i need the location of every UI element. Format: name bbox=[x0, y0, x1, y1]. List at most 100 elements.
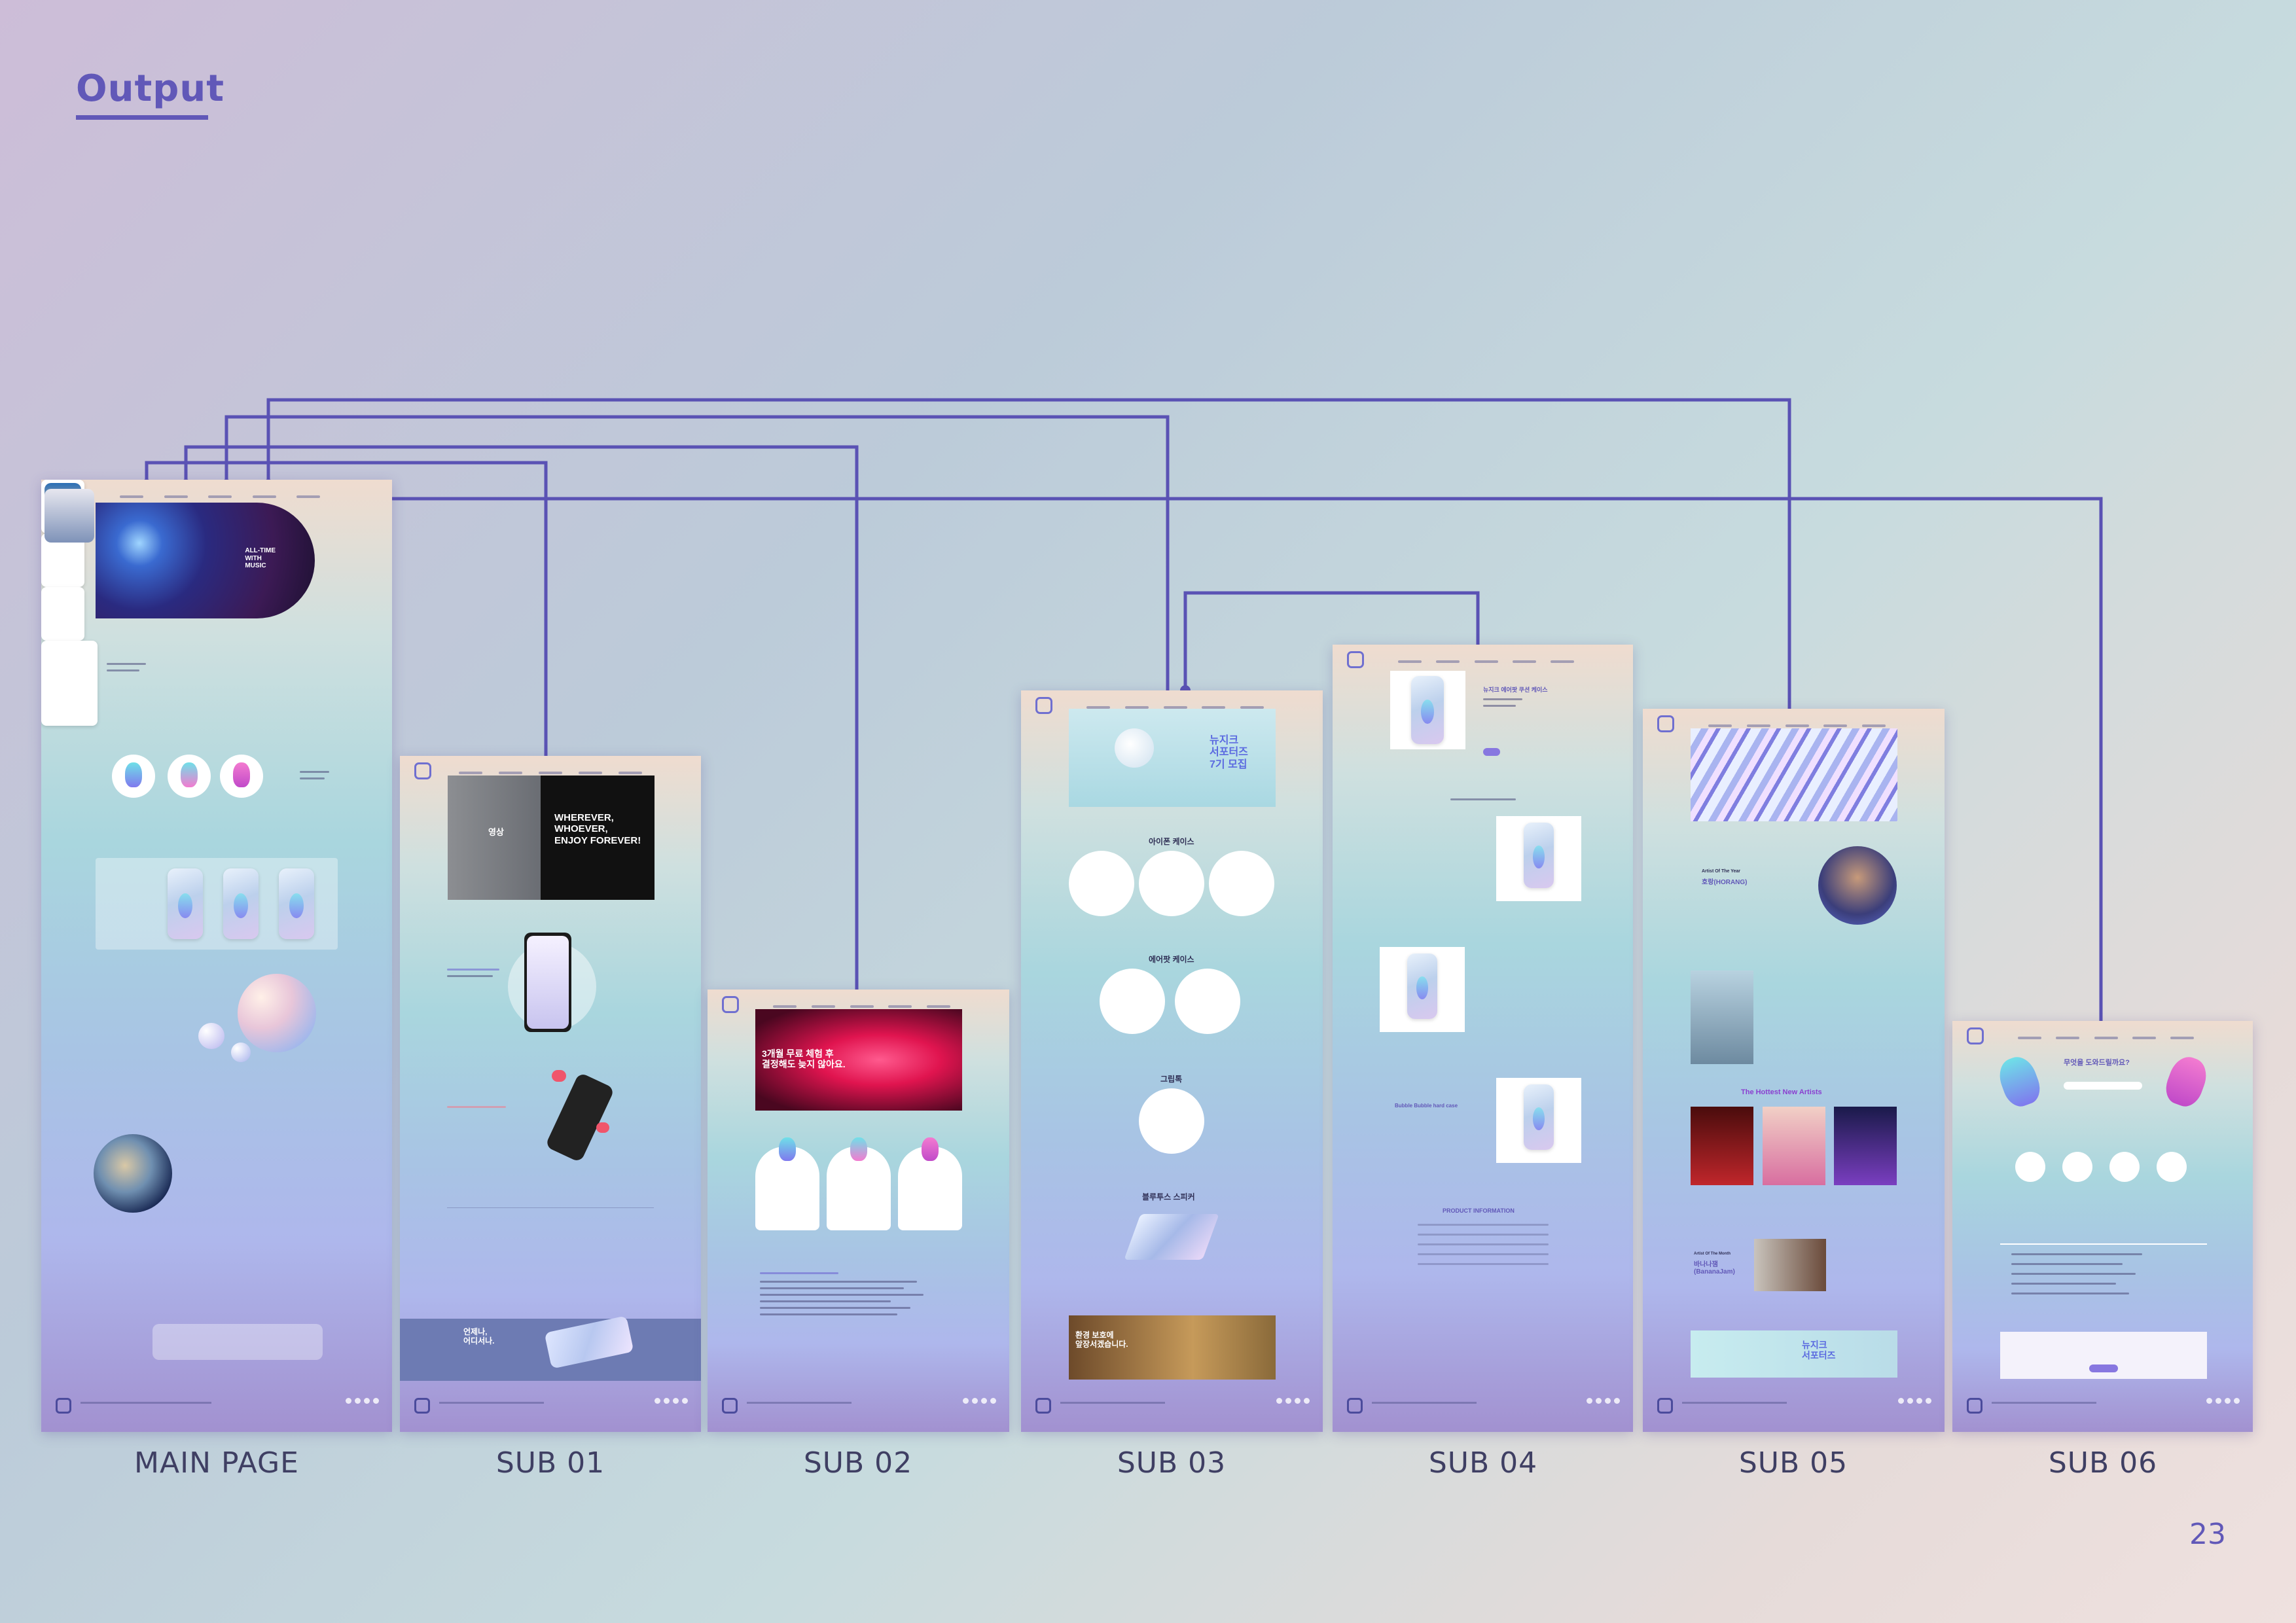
membership-circle[interactable] bbox=[220, 755, 263, 798]
caption-sub06: SUB 06 bbox=[2048, 1446, 2158, 1480]
plan-card[interactable] bbox=[898, 1137, 962, 1230]
product-photo bbox=[1496, 816, 1581, 901]
case-item[interactable] bbox=[223, 868, 259, 939]
artist-avatar[interactable] bbox=[1818, 846, 1897, 925]
decor-sphere bbox=[231, 1043, 251, 1062]
support-icon[interactable] bbox=[2062, 1152, 2092, 1182]
caption-sub01: SUB 01 bbox=[495, 1446, 605, 1480]
iphone-case-item[interactable] bbox=[1209, 851, 1274, 916]
iphone-case-item[interactable] bbox=[1139, 851, 1204, 916]
plan-card[interactable] bbox=[827, 1137, 891, 1230]
earth-image bbox=[94, 1134, 172, 1213]
support-icon[interactable] bbox=[2109, 1152, 2140, 1182]
contact-box bbox=[2000, 1332, 2207, 1379]
main-hero-line: MUSIC bbox=[245, 562, 266, 569]
membership-circle[interactable] bbox=[168, 755, 211, 798]
case-item[interactable] bbox=[279, 868, 314, 939]
sub03-banner: 환경 보호에 앞장서겠습니다. bbox=[1069, 1315, 1276, 1380]
product-info-title: PRODUCT INFORMATION bbox=[1443, 1207, 1515, 1214]
slide-title-text: Output bbox=[76, 67, 224, 110]
decor-sphere bbox=[198, 1023, 224, 1049]
profile-card[interactable] bbox=[41, 489, 98, 726]
sub01-hero-line: WHOEVER, bbox=[554, 823, 608, 835]
buy-button[interactable] bbox=[1483, 748, 1500, 756]
sub03-hero-line: 7기 모집 bbox=[1210, 758, 1247, 770]
artist-of-year-name: 호랑(HORANG) bbox=[1702, 879, 1748, 886]
main-page-thumbnail[interactable]: ALL-TIME WITH MUSIC bbox=[41, 480, 392, 1432]
connector-sub01 bbox=[145, 461, 548, 756]
case-item[interactable] bbox=[168, 868, 203, 939]
sub06-thumbnail[interactable]: 무엇을 도와드릴까요? bbox=[1952, 1021, 2253, 1432]
sub06-footer bbox=[1952, 1386, 2253, 1432]
artist-photo[interactable] bbox=[1691, 971, 1753, 1064]
sub04-nav bbox=[1333, 645, 1633, 679]
case-carousel bbox=[96, 858, 338, 950]
section-bluetooth-speaker: 블루투스 스피커 bbox=[1142, 1192, 1195, 1202]
faq-list bbox=[2000, 1243, 2207, 1317]
hot-artist-card[interactable] bbox=[1691, 1107, 1753, 1185]
playlist-card[interactable] bbox=[41, 483, 84, 641]
speaker-item[interactable] bbox=[1124, 1214, 1219, 1260]
artist-of-month-photo[interactable] bbox=[1754, 1239, 1826, 1291]
support-question: 무엇을 도와드릴까요? bbox=[2064, 1059, 2130, 1067]
support-icon[interactable] bbox=[2015, 1152, 2045, 1182]
sub03-thumbnail[interactable]: 뉴지크 서포터즈 7기 모집 아이폰 케이스 에어팟 케이스 그립톡 블루투스 … bbox=[1021, 690, 1323, 1432]
sub01-hero-line: ENJOY FOREVER! bbox=[554, 834, 641, 846]
sub03-hero: 뉴지크 서포터즈 7기 모집 bbox=[1069, 709, 1276, 807]
sub03-hero-line: 서포터즈 bbox=[1210, 747, 1248, 758]
support-bear-left bbox=[1994, 1052, 2045, 1111]
logo-icon bbox=[722, 996, 739, 1013]
hot-artist-card[interactable] bbox=[1763, 1107, 1825, 1185]
caption-sub02: SUB 02 bbox=[803, 1446, 913, 1480]
griptok-item[interactable] bbox=[1139, 1088, 1204, 1154]
product-image bbox=[1390, 671, 1465, 749]
artist-of-year-label: Artist Of The Year bbox=[1702, 869, 1741, 874]
sub03-hero-line: 뉴지크 bbox=[1210, 735, 1239, 746]
section-iphone-case: 아이폰 케이스 bbox=[1149, 837, 1194, 846]
sub01-promo-line: 언제나, bbox=[463, 1327, 488, 1336]
case-a-title: Bubble Bubble hard case bbox=[1395, 1103, 1458, 1109]
sub06-nav bbox=[1952, 1021, 2253, 1055]
sub05-banner: 뉴지크 서포터즈 bbox=[1691, 1330, 1897, 1378]
sub03-nav bbox=[1021, 690, 1323, 724]
sub05-thumbnail[interactable]: Artist Of The Year 호랑(HORANG) The Hottes… bbox=[1643, 709, 1945, 1432]
main-hero-line: ALL-TIME bbox=[245, 547, 276, 554]
support-search[interactable] bbox=[2064, 1082, 2142, 1090]
section-airpods-case: 에어팟 케이스 bbox=[1149, 955, 1194, 964]
hot-artist-card[interactable] bbox=[1834, 1107, 1897, 1185]
support-icon[interactable] bbox=[2157, 1152, 2187, 1182]
airpods-case-item[interactable] bbox=[1100, 969, 1165, 1034]
artist-of-month-name: 바나나잼 bbox=[1694, 1261, 1718, 1268]
sub01-nav bbox=[400, 756, 701, 790]
sub03-footer bbox=[1021, 1386, 1323, 1432]
sub01-footer bbox=[400, 1386, 701, 1432]
sub04-thumbnail[interactable]: 뉴지크 에어팟 쿠션 케이스 Bubble Bubble hard case P… bbox=[1333, 645, 1633, 1432]
app-promo bbox=[152, 1324, 323, 1360]
connector-sub06 bbox=[327, 497, 2103, 1021]
sub03-banner-line: 환경 보호에 bbox=[1075, 1330, 1114, 1340]
sub02-hero-line: 결정해도 늦지 않아요. bbox=[762, 1059, 846, 1070]
sub05-banner-line: 서포터즈 bbox=[1802, 1350, 1836, 1361]
caption-sub04: SUB 04 bbox=[1428, 1446, 1538, 1480]
connector-sub02 bbox=[184, 445, 859, 990]
sub01-hero: 영상 WHEREVER, WHOEVER, ENJOY FOREVER! bbox=[448, 776, 655, 900]
membership-circle[interactable] bbox=[112, 755, 155, 798]
iphone-case-item[interactable] bbox=[1069, 851, 1134, 916]
artist-of-month-name: (BananaJam) bbox=[1694, 1268, 1735, 1275]
main-hero: ALL-TIME WITH MUSIC bbox=[96, 503, 315, 618]
sub05-banner-line: 뉴지크 bbox=[1802, 1340, 1827, 1350]
caption-sub03: SUB 03 bbox=[1117, 1446, 1227, 1480]
connector-sub03 bbox=[224, 415, 1170, 690]
sub02-hero: 3개월 무료 체험 후 결정해도 늦지 않아요. bbox=[755, 1009, 962, 1111]
connector-sub04 bbox=[1183, 591, 1480, 690]
caption-main-page: MAIN PAGE bbox=[134, 1446, 299, 1480]
sub02-thumbnail[interactable]: 3개월 무료 체험 후 결정해도 늦지 않아요. bbox=[708, 990, 1009, 1432]
airpods-case-item[interactable] bbox=[1175, 969, 1240, 1034]
sub01-thumbnail[interactable]: 영상 WHEREVER, WHOEVER, ENJOY FOREVER! 언제나… bbox=[400, 756, 701, 1432]
logo-icon bbox=[1035, 697, 1052, 714]
like-phone bbox=[545, 1072, 615, 1163]
logo-icon bbox=[1967, 1027, 1984, 1044]
section-griptok: 그립톡 bbox=[1160, 1075, 1183, 1084]
sub05-nav bbox=[1643, 709, 1945, 743]
plan-card[interactable] bbox=[755, 1137, 819, 1230]
